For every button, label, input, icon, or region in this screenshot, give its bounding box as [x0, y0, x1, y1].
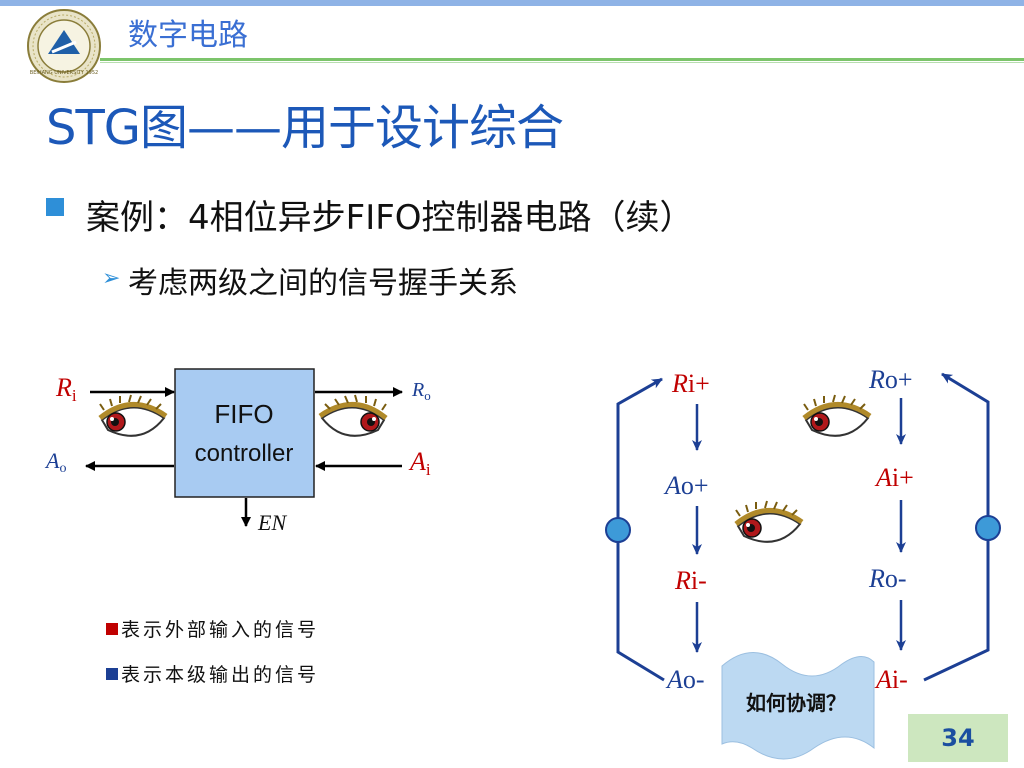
university-logo: BEIHANG UNIVERSITY 1952 [27, 9, 101, 83]
eye-icon [804, 395, 870, 436]
stg-ro-plus: Ro+ [868, 365, 913, 394]
arrow-bullet-icon: ➢ [102, 266, 121, 291]
stg-place-right [975, 515, 1001, 541]
top-accent-bar [0, 0, 1024, 6]
legend-external: 表示外部输入的信号 [106, 615, 319, 642]
stg-ao-minus: Ao- [665, 665, 705, 694]
stg-ri-plus: Ri+ [671, 369, 710, 398]
course-title: 数字电路 [128, 18, 248, 53]
label-ro: Ro [411, 379, 431, 403]
bullet-square-icon [46, 198, 64, 216]
fifo-controller-block [174, 368, 315, 498]
slide-title: STG图——用于设计综合 [46, 100, 564, 156]
stg-ri-minus: Ri- [674, 566, 707, 595]
label-ri: Ri [55, 373, 77, 405]
stg-ao-plus: Ao+ [663, 471, 709, 500]
page-number: 34 [941, 724, 975, 752]
label-en: EN [257, 510, 287, 535]
eye-icon [100, 395, 166, 436]
label-ao: Ao [44, 448, 66, 476]
stg-ro-minus: Ro- [868, 564, 907, 593]
eye-icon [320, 395, 386, 436]
callout-banner [721, 652, 875, 760]
stg-place-left [605, 517, 631, 543]
page-number-box [908, 714, 1008, 762]
stg-ai-plus: Ai+ [874, 463, 914, 492]
bullet-case: 案例：4相位异步FIFO控制器电路（续） [86, 198, 694, 238]
block-label-fifo: FIFO [214, 399, 273, 429]
eye-icon [736, 501, 802, 542]
callout-text: 如何协调？ [746, 691, 846, 715]
label-ai: Ai [408, 447, 431, 479]
stg-ai-minus: Ai- [874, 665, 908, 694]
svg-text:BEIHANG UNIVERSITY 1952: BEIHANG UNIVERSITY 1952 [30, 70, 98, 76]
block-label-controller: controller [195, 440, 294, 467]
legend-red-square-icon [106, 623, 118, 635]
header-divider [100, 58, 1024, 61]
header-divider-shadow [100, 62, 1024, 63]
bullet-handshake: 考虑两级之间的信号握手关系 [128, 266, 518, 301]
legend-local: 表示本级输出的信号 [106, 660, 319, 687]
legend-blue-square-icon [106, 668, 118, 680]
